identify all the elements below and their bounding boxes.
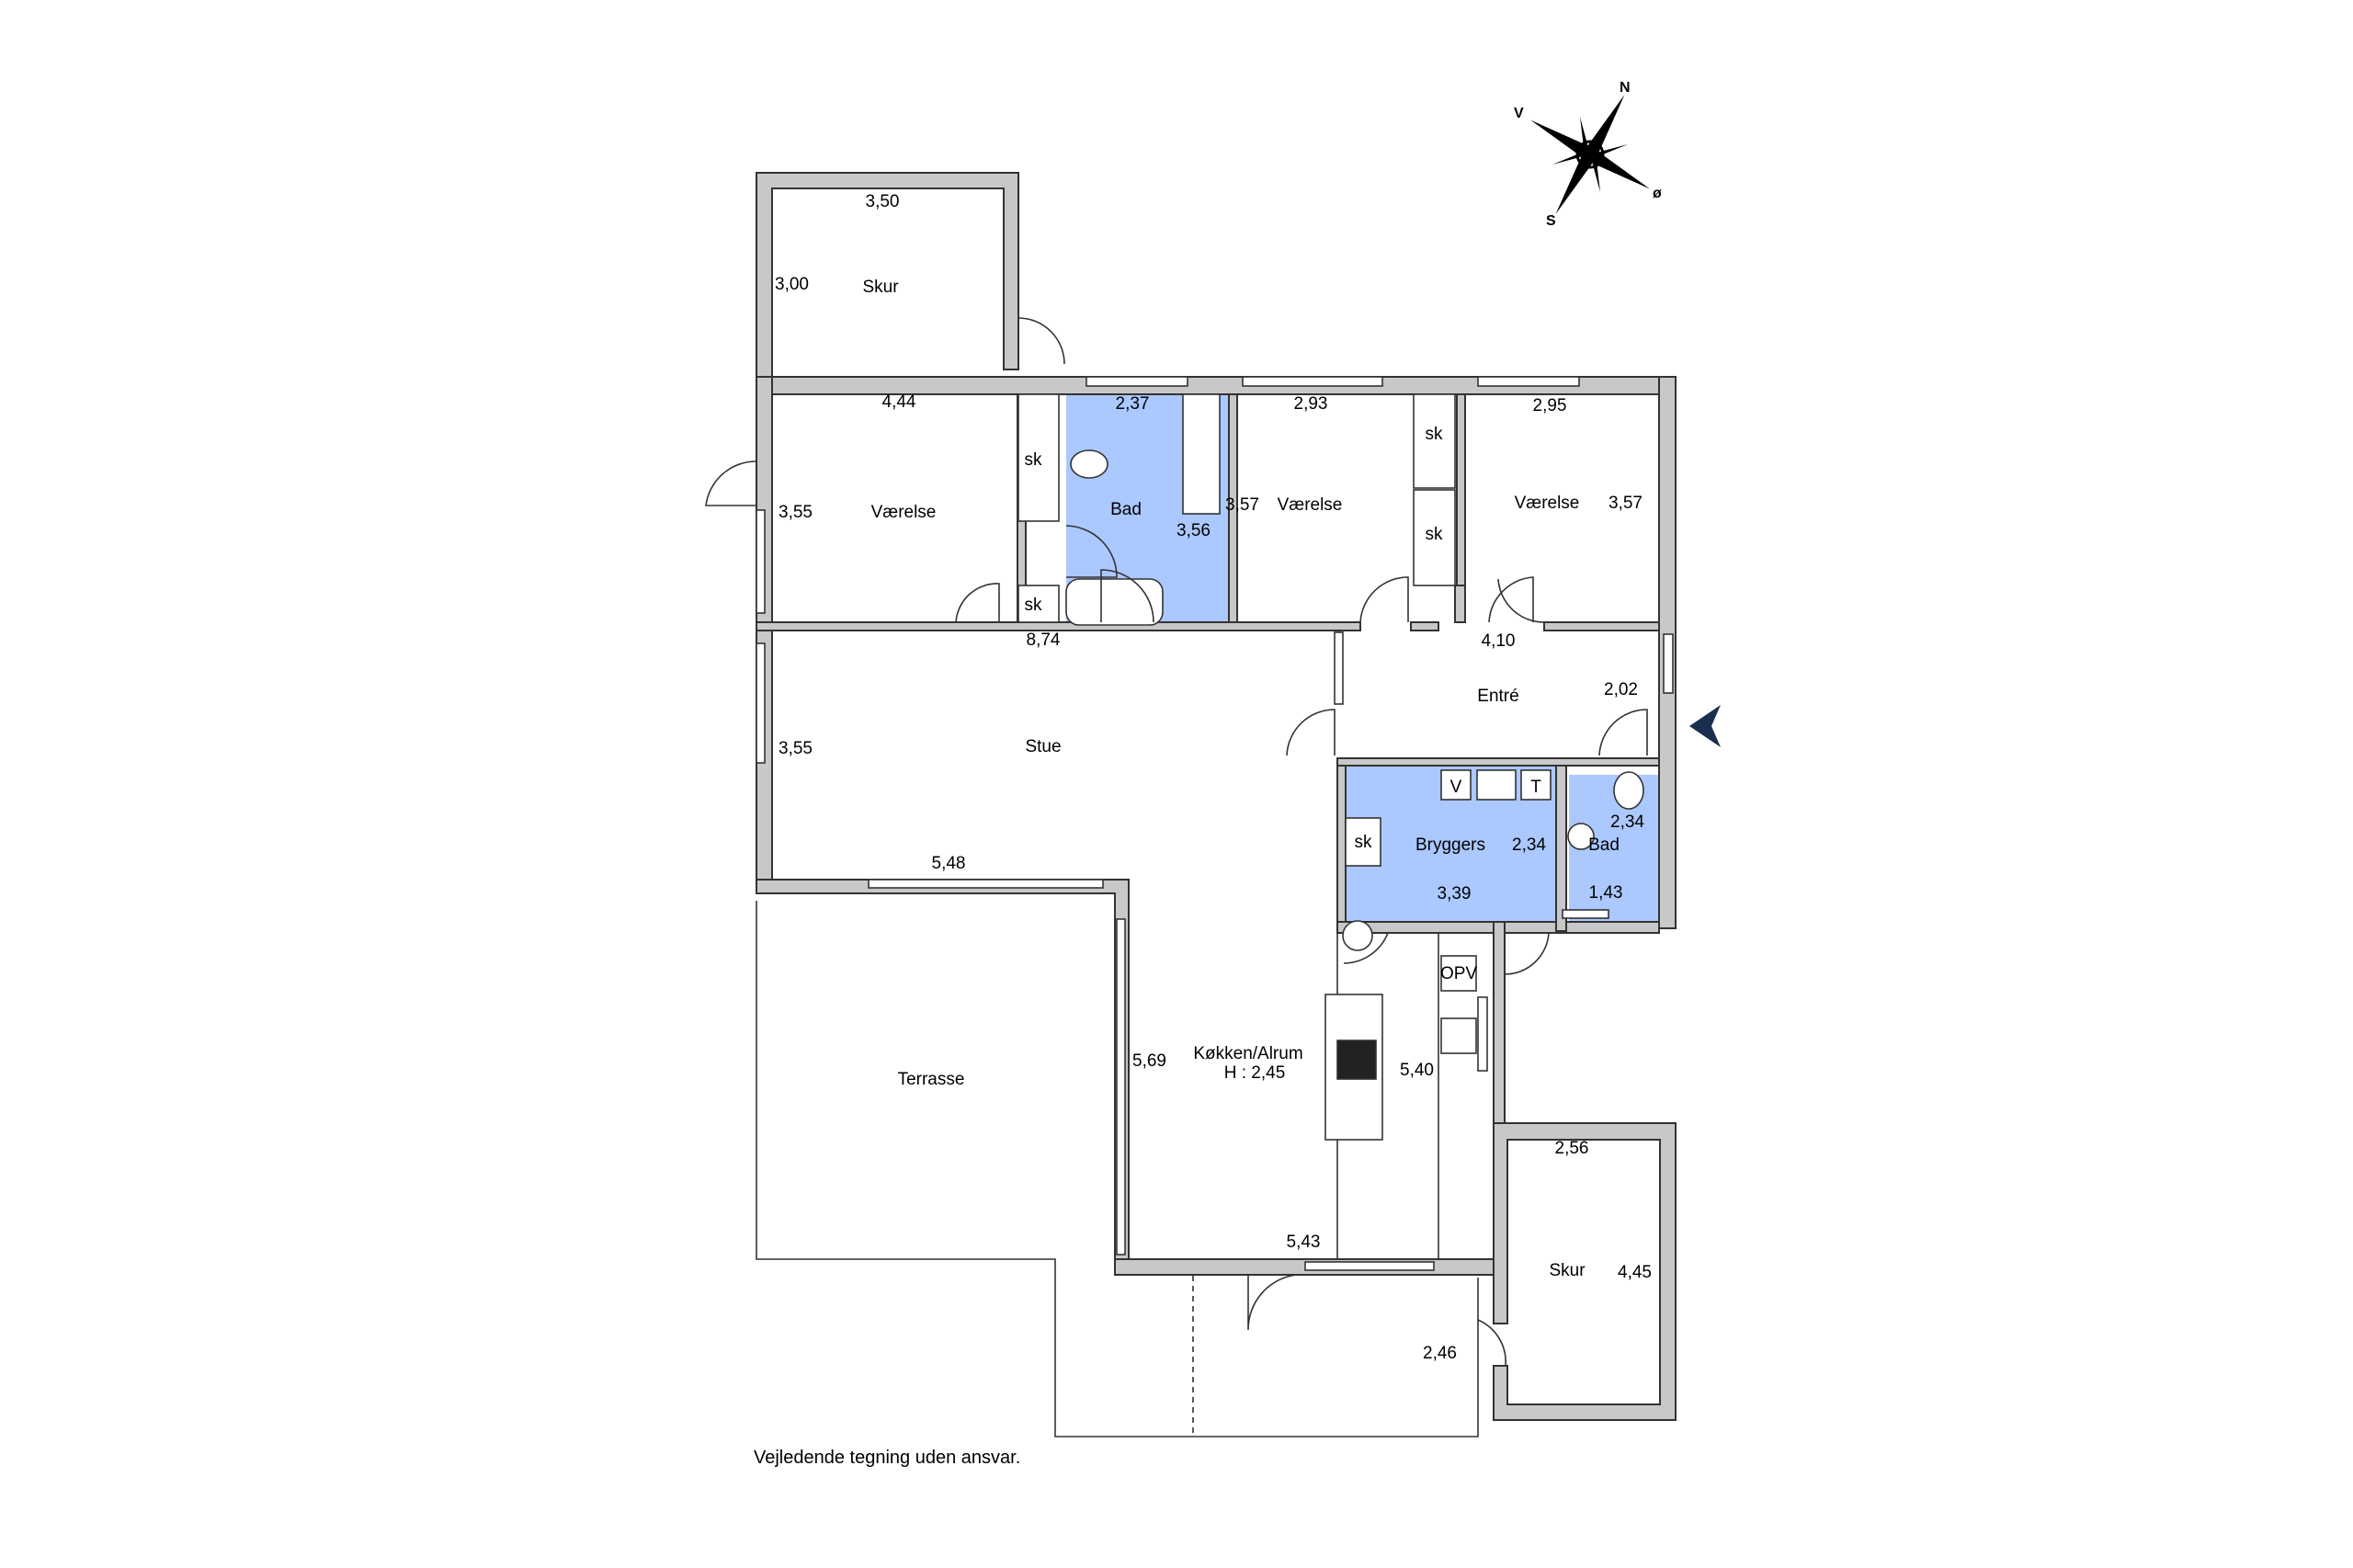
dim-bath-top-w: 2,37 (1116, 394, 1150, 414)
compass-n: N (1620, 80, 1631, 96)
closet-left-2 (1017, 585, 1060, 623)
closet-utility (1345, 817, 1381, 867)
stove (1336, 1040, 1377, 1080)
label-terrace: Terrasse (898, 1070, 965, 1089)
compass-s: S (1546, 213, 1556, 229)
dim-room-right-w: 2,95 (1533, 396, 1567, 415)
closet-label-5: sk (1355, 833, 1373, 852)
dim-living-top: 8,74 (1027, 631, 1061, 650)
dim-living-bottom: 5,48 (932, 854, 966, 873)
toilet-small (1613, 771, 1644, 810)
walls (756, 172, 1677, 1421)
dim-room-left-w: 4,44 (882, 392, 916, 412)
dim-utility-w: 3,39 (1438, 884, 1472, 903)
label-kitchen-height: H : 2,45 (1224, 1063, 1286, 1083)
kitchen-sink (1440, 1017, 1477, 1054)
sink-bath-small (1567, 823, 1595, 850)
entry-arrow-icon (1689, 705, 1721, 747)
label-shed-bottom: Skur (1549, 1261, 1586, 1280)
closet-label-1: sk (1025, 450, 1043, 470)
label-room-left: Værelse (871, 503, 937, 522)
dim-kitchen-h2: 5,40 (1400, 1061, 1434, 1080)
dim-living-h: 3,55 (779, 739, 813, 758)
bathtub (1065, 578, 1164, 626)
closet-label-3: sk (1426, 425, 1444, 444)
closet-label-4: sk (1426, 525, 1444, 544)
label-bath-top: Bad (1110, 500, 1142, 519)
label-entry: Entré (1477, 687, 1518, 706)
dim-entry-h: 2,02 (1604, 680, 1638, 699)
outlines (756, 393, 1644, 1437)
dim-room-mid-w: 2,93 (1294, 394, 1328, 414)
utility-sink (1476, 769, 1517, 801)
dim-shed-top-w: 3,50 (866, 192, 900, 211)
closet-left-1 (1017, 393, 1060, 522)
compass-icon (1530, 95, 1650, 214)
doors (705, 317, 1648, 1367)
closet-right-1 (1413, 393, 1456, 489)
dim-utility-h: 2,34 (1512, 835, 1546, 855)
opv-label: OPV (1440, 964, 1477, 983)
dim-entry-w: 4,10 (1482, 631, 1516, 651)
dim-kitchen-bottom: 5,43 (1287, 1233, 1321, 1252)
label-shed-top: Skur (862, 278, 899, 297)
vanity-top (1182, 393, 1221, 515)
dim-bath-small-w: 1,43 (1589, 883, 1623, 903)
dryer-label: T (1530, 778, 1541, 797)
fan (1342, 920, 1373, 951)
dim-shed-top-h: 3,00 (775, 275, 809, 294)
label-utility: Bryggers (1415, 835, 1485, 855)
label-room-right: Værelse (1515, 494, 1580, 513)
dim-shed-bottom-h: 4,45 (1618, 1263, 1652, 1282)
windows (756, 376, 1674, 1271)
dryer (1520, 769, 1552, 801)
dim-room-right-h: 3,57 (1608, 494, 1643, 513)
washer (1440, 769, 1472, 801)
toilet-top (1070, 449, 1108, 479)
dim-shed-bottom-w: 2,56 (1555, 1139, 1589, 1158)
label-kitchen: Køkken/Alrum (1193, 1044, 1302, 1063)
washer-label: V (1450, 778, 1462, 797)
closet-label-2: sk (1025, 596, 1043, 615)
dim-room-mid-h: 3,57 (1225, 495, 1259, 515)
dim-bath-top-h: 3,56 (1176, 521, 1211, 540)
label-bath-small: Bad (1588, 835, 1620, 855)
closet-right-2 (1413, 489, 1456, 586)
dim-kitchen-h: 5,69 (1132, 1051, 1166, 1071)
dim-room-left-h: 3,55 (779, 503, 813, 522)
label-living: Stue (1025, 737, 1061, 756)
dim-bath-small-h: 2,34 (1610, 812, 1644, 832)
opv-box (1440, 955, 1477, 992)
dim-passage: 2,46 (1423, 1344, 1457, 1363)
label-room-mid: Værelse (1278, 495, 1343, 515)
compass-o: ø (1653, 186, 1662, 201)
footer-note: Vejledende tegning uden ansvar. (754, 1448, 1020, 1468)
compass-v: V (1514, 106, 1524, 121)
